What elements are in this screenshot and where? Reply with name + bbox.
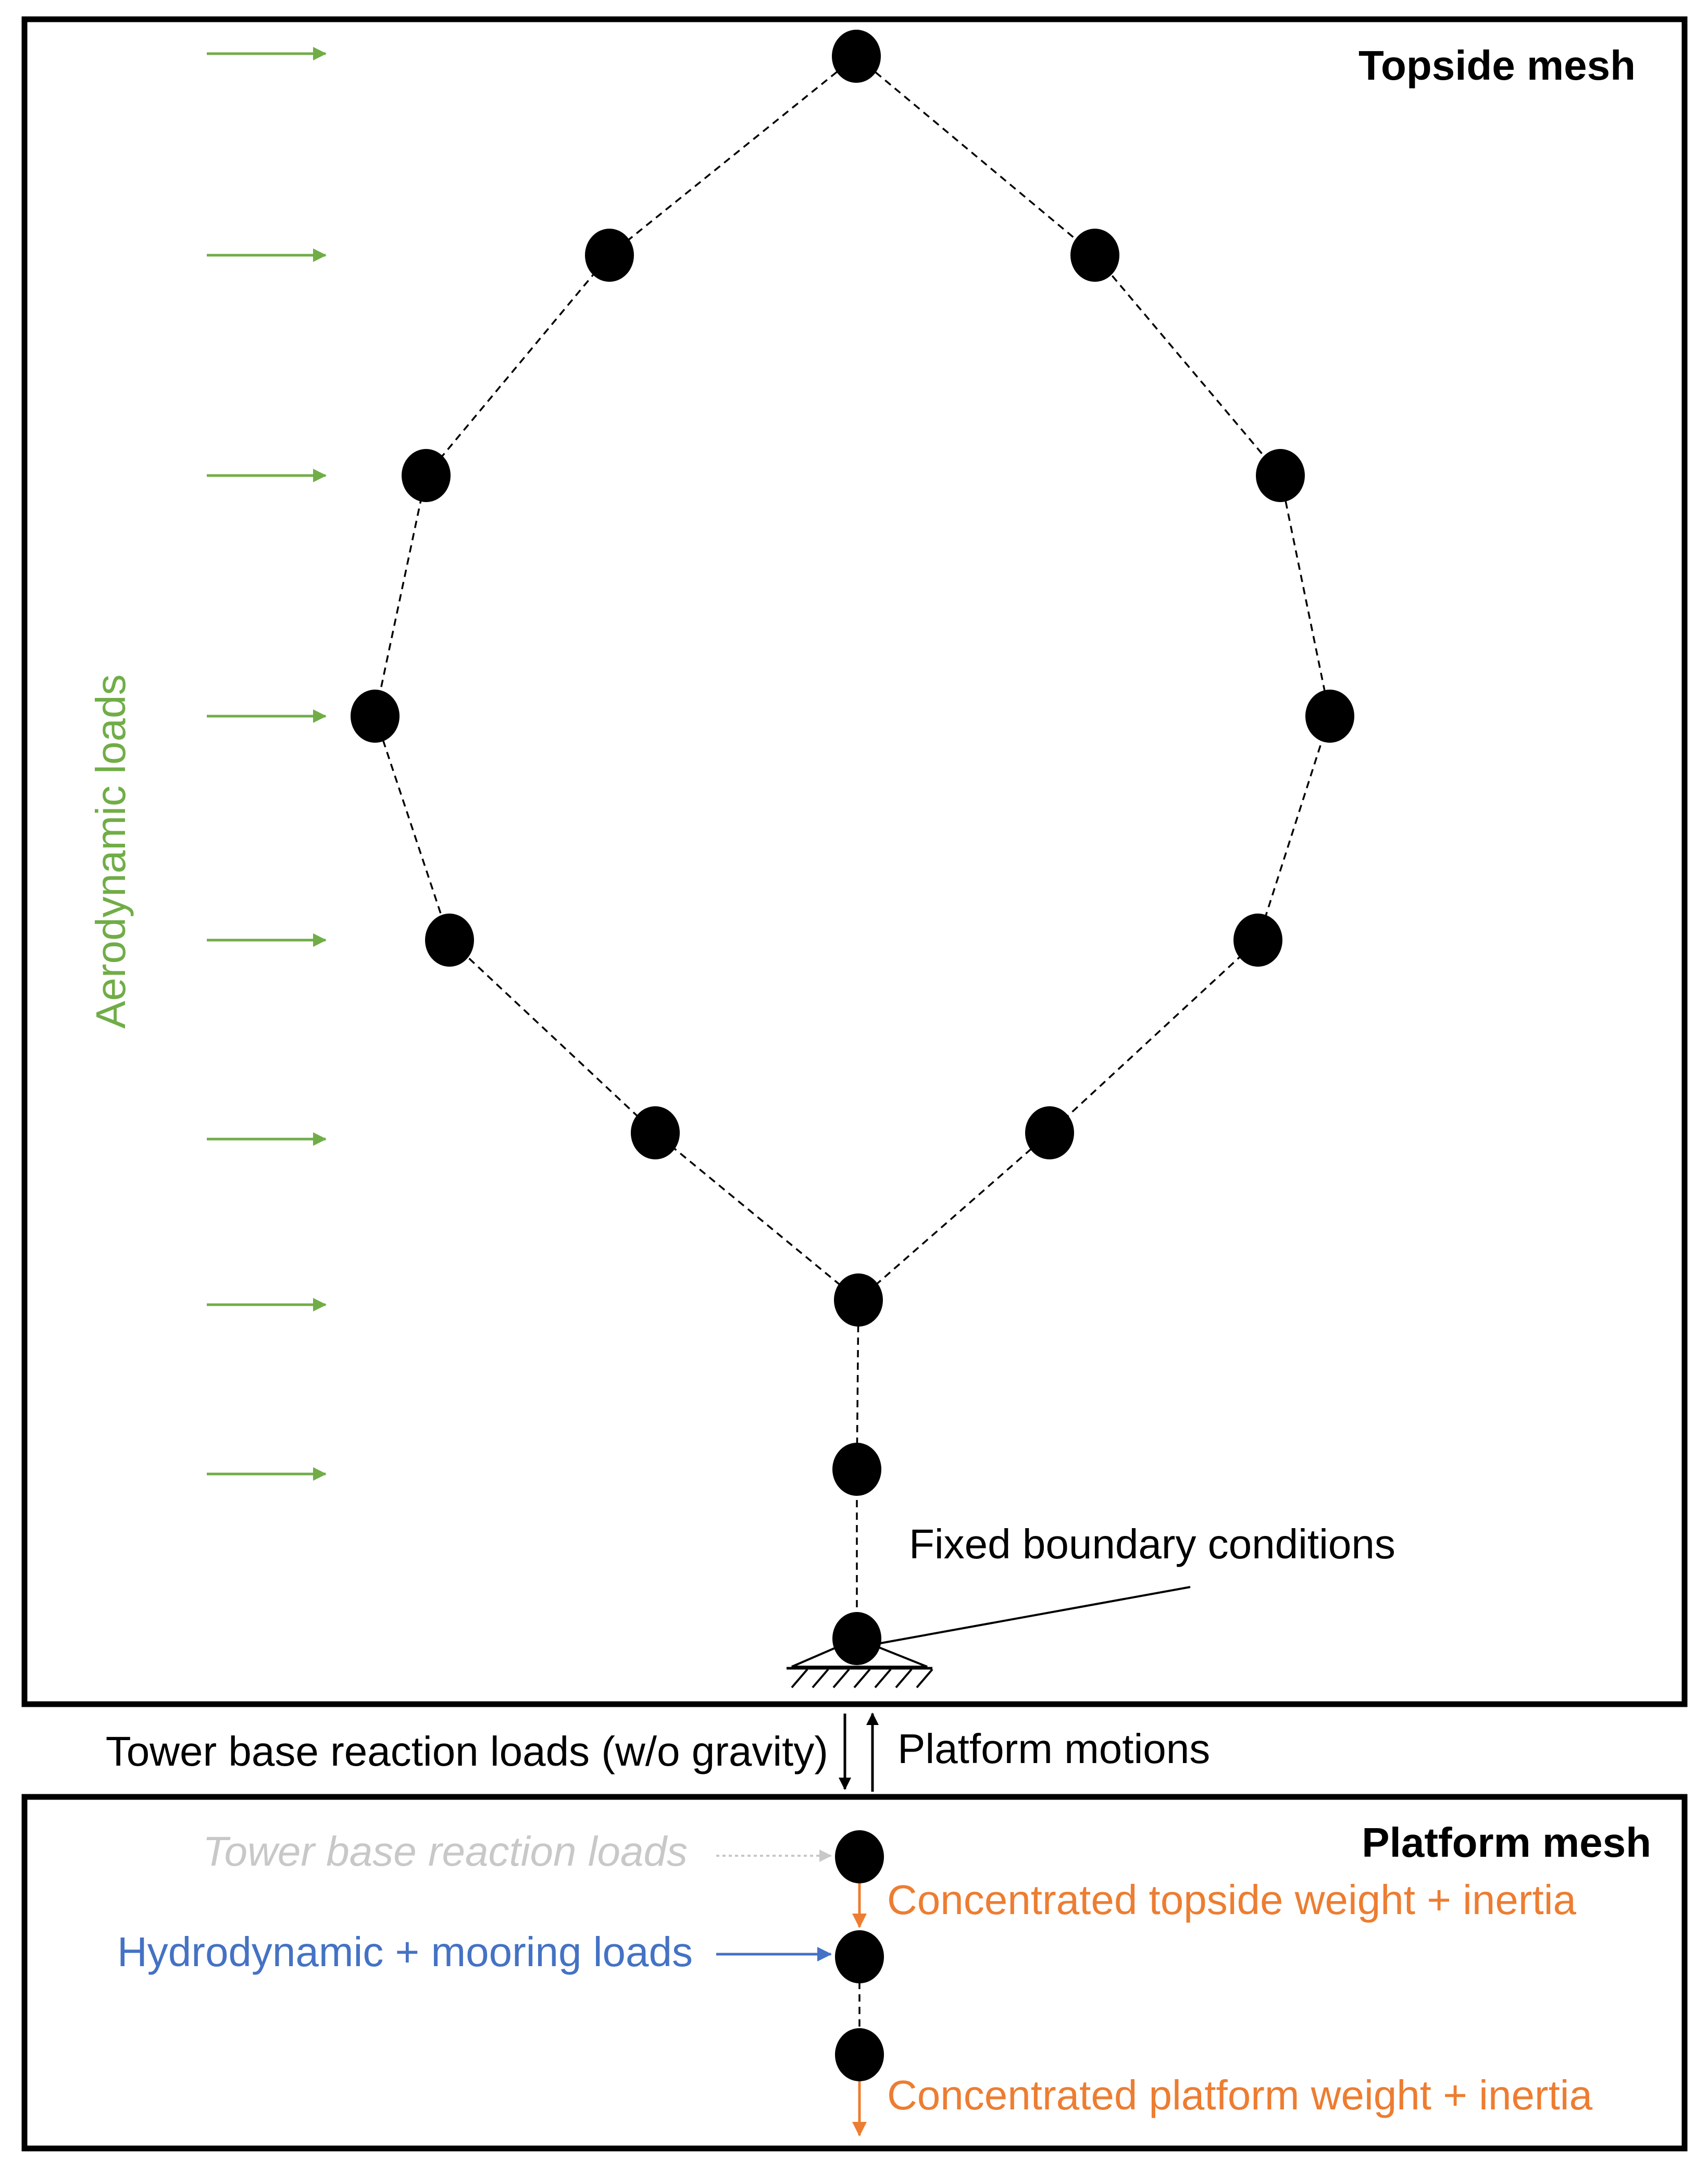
mesh-node-rotor-left-1 [585, 229, 634, 282]
platform-panel-title: Platform mesh [1362, 1819, 1651, 1866]
aero-loads-label: Aerodynamic loads [88, 674, 134, 1029]
fixed-support-icon [787, 1637, 933, 1689]
mesh-node-rotor-left-4 [425, 914, 474, 967]
mesh-node-rotor-right-4 [1233, 914, 1282, 967]
mesh-node-tower-mid [832, 1443, 881, 1496]
mesh-node-rotor-left-2 [402, 449, 451, 502]
platform-node-bottom [835, 2028, 884, 2081]
fixed-boundary-label: Fixed boundary conditions [909, 1521, 1395, 1567]
mesh-node-hub [834, 1273, 883, 1327]
platform-node-mid [835, 1930, 884, 1983]
boundary-leader-line [880, 1586, 1191, 1644]
topside-panel-title: Topside mesh [1358, 42, 1636, 89]
platform-motions-label: Platform motions [897, 1726, 1210, 1772]
tower-base-reaction-label: Tower base reaction loads (w/o gravity) [106, 1728, 828, 1774]
mesh-node-rotor-left-5 [631, 1106, 680, 1159]
mesh-node-rotor-right-3 [1305, 690, 1354, 743]
topside-mesh-edges [374, 55, 1331, 1639]
mesh-node-rotor-right-1 [1070, 229, 1119, 282]
mesh-interface: Tower base reaction loads (w/o gravity) … [106, 1713, 1210, 1792]
platform-weight-label: Concentrated platform weight + inertia [887, 2072, 1593, 2118]
topside-mesh-panel: Topside mesh [21, 16, 1688, 1707]
platform-node-top [835, 1830, 884, 1883]
hydro-mooring-label: Hydrodynamic + mooring loads [117, 1929, 693, 1975]
topside-weight-label: Concentrated topside weight + inertia [887, 1877, 1577, 1923]
aero-load-arrows [207, 47, 327, 1481]
platform-mesh-panel: Platform mesh Tower base reaction loads … [21, 1794, 1688, 2152]
tower-base-faded-label: Tower base reaction loads [203, 1828, 688, 1874]
mesh-node-rotor-left-3 [351, 690, 400, 743]
topside-mesh-nodes [351, 30, 1354, 1665]
platform-panel-frame [21, 1794, 1688, 2152]
mesh-node-rotor-right-2 [1256, 449, 1305, 502]
mesh-node-rotor-top [832, 30, 881, 83]
mesh-node-rotor-right-5 [1025, 1106, 1074, 1159]
topside-panel-frame [21, 16, 1688, 1707]
